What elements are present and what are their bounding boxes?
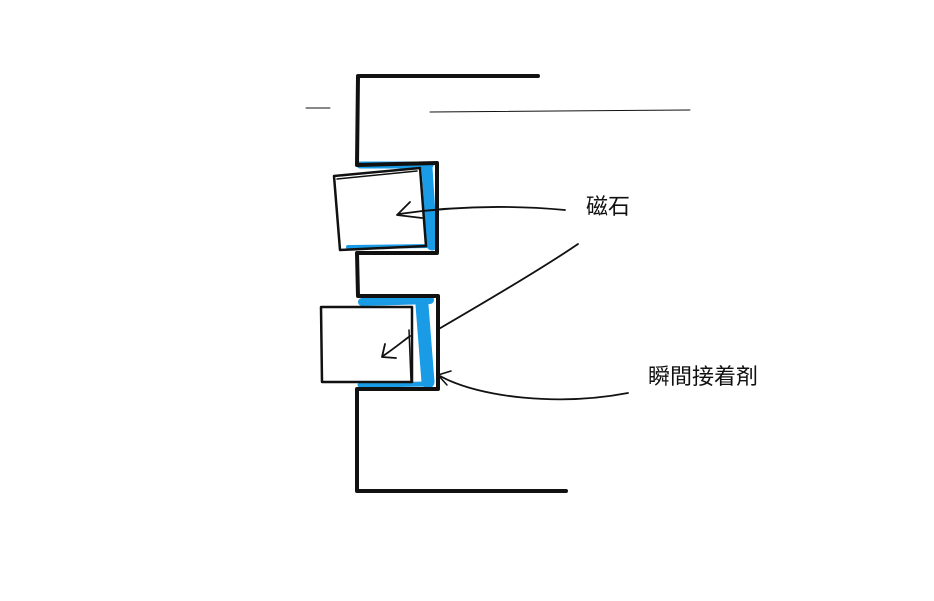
leader-magnet [396, 201, 566, 219]
magnet-top [332, 166, 428, 252]
frame-outline [305, 74, 691, 493]
adhesive-layer-bottom [357, 296, 435, 389]
magnet-bottom [319, 305, 414, 384]
leader-glue-upper [436, 243, 579, 331]
magnet-inner-arrow [381, 335, 411, 359]
label-instant-glue: 瞬間接着剤 [648, 365, 759, 390]
leader-glue-lower [437, 370, 629, 401]
label-magnet: 磁石 [586, 195, 631, 220]
